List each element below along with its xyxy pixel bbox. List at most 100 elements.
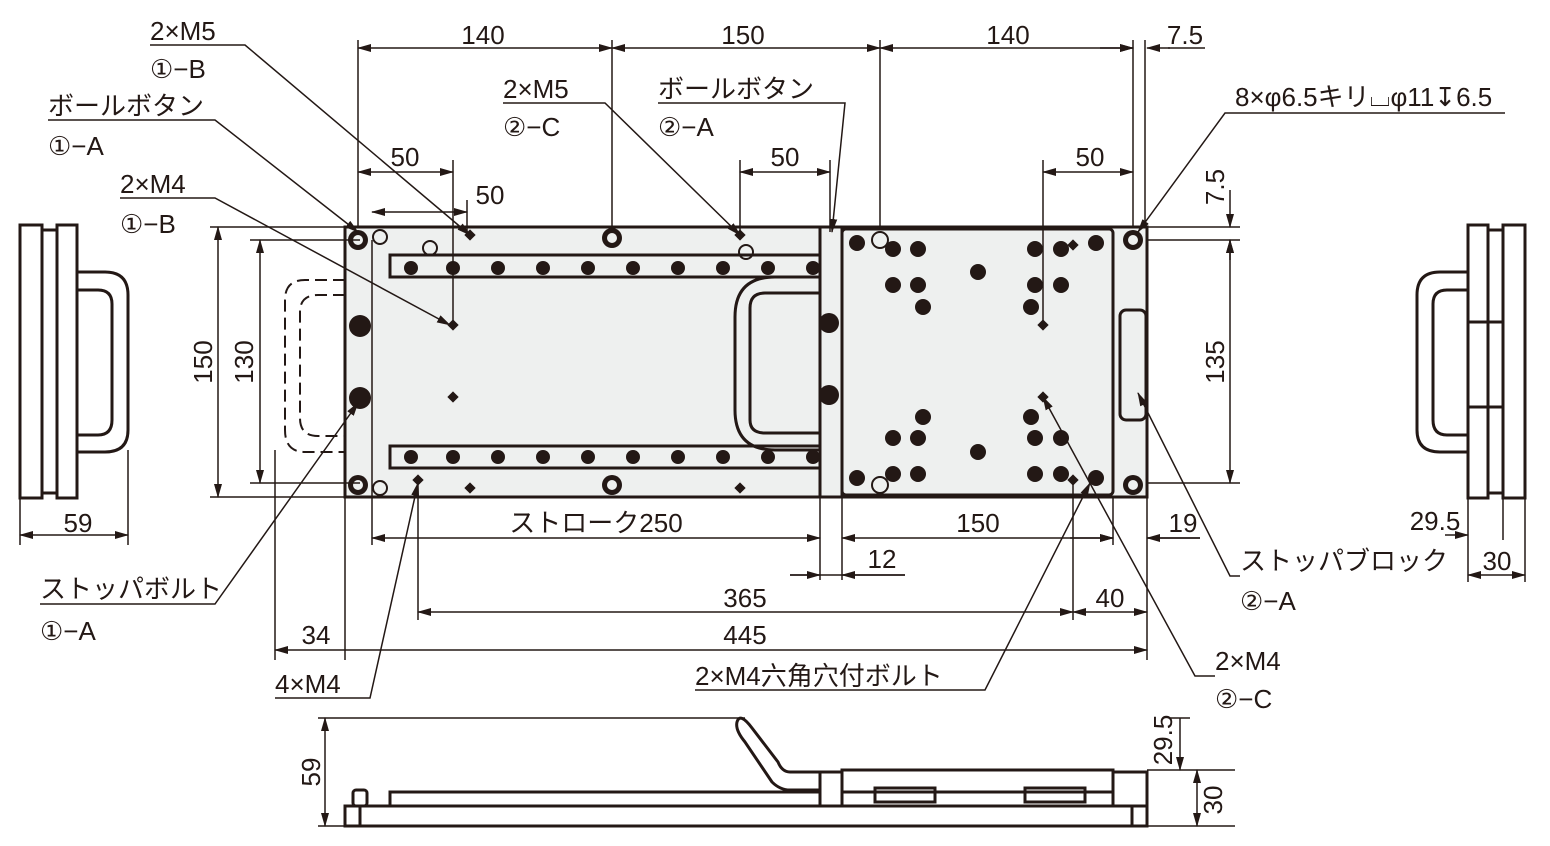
table-hole [970,264,986,280]
dim-50-b: 50 [476,180,505,210]
rail-hole [716,450,730,464]
table-hole [1053,430,1069,446]
leader-lines [40,44,1505,699]
callout-m5-2c-ref: ②−C [503,112,560,142]
table-bolt [819,313,839,333]
rail-hole [716,261,730,275]
left-end-view [18,223,130,500]
dim-29-5-right-view: 29.5 [1410,506,1461,536]
dim-stroke-250: ストローク250 [509,508,682,538]
table-hole [885,466,901,482]
leader-line [275,482,420,699]
table-hole [1053,277,1069,293]
dim-29-5-front: 29.5 [1148,715,1178,766]
stopper-block-top [1118,308,1148,422]
rail-hole [761,450,775,464]
dim-7-5-right: 7.5 [1200,169,1230,205]
table-hole [915,299,931,315]
callouts: 2×M5 ①−B ボールボタン ①−A 2×M4 ①−B 2×M5 ②−C ボー… [40,16,1492,714]
dimension-lines [19,40,1526,827]
table-hole [910,277,926,293]
dim-135-right: 135 [1200,340,1230,383]
table-hole [1027,241,1043,257]
dim-30-front: 30 [1198,786,1228,815]
rail-hole [536,450,550,464]
dimension-labels: 140 150 140 7.5 50 50 50 50 150 130 135 … [64,20,1512,814]
dim-130-left: 130 [229,340,259,383]
leader-line [1137,392,1240,577]
callout-stopper-block-ref: ②−A [1240,586,1296,616]
rail-hole [761,261,775,275]
leader-line [1042,396,1215,677]
rail-hole [536,261,550,275]
callout-m4-1b-ref: ①−B [120,209,176,239]
table-hole [1088,470,1104,486]
stopper-bolt [349,315,371,337]
rail-hole [671,261,685,275]
dim-12: 12 [868,544,897,574]
dim-50-d: 50 [1076,142,1105,172]
ball-button [372,480,388,496]
hole-center [607,480,617,490]
stopper-bolt [349,387,371,409]
leader-line [503,102,741,236]
dim-7-5-top: 7.5 [1167,20,1203,50]
leader-line [695,482,1091,691]
rail-hole [626,261,640,275]
rail-hole [806,261,820,275]
table-hole [849,235,865,251]
dim-34: 34 [302,620,331,650]
ball-button [422,240,438,256]
front-view [343,716,1149,828]
rail-hole [581,450,595,464]
leader-line [1137,112,1505,233]
callout-mounting-holes: 8×φ6.5キリ⌴φ11↧6.5 [1235,82,1492,112]
table-hole [1027,466,1043,482]
dim-150-top: 150 [721,20,764,50]
rail-hole [581,261,595,275]
callout-ball-1a-spec: ボールボタン [48,91,204,121]
hole-center [353,480,363,490]
rail-hole [671,450,685,464]
dim-59-front: 59 [296,758,326,787]
callout-m4-2c-spec: 2×M4 [1215,646,1281,676]
table-hole [910,241,926,257]
callout-stopper-bolt-ref: ①−A [40,616,96,646]
callout-hex-bolt: 2×M4六角穴付ボルト [695,661,943,691]
dim-50-c: 50 [771,142,800,172]
rail-hole [491,261,505,275]
leader-line [150,44,471,236]
dim-150-left: 150 [188,340,218,383]
table-hole [1053,241,1069,257]
leader-line [40,402,359,605]
rail-hole [404,261,418,275]
callout-m4-1b-spec: 2×M4 [120,169,186,199]
tapped-hole [1067,239,1079,251]
rail-hole [626,450,640,464]
table-hole [915,409,931,425]
table-hole [1023,409,1039,425]
hole-center [1128,235,1138,245]
tapped-hole [734,482,746,494]
dim-50-a: 50 [391,142,420,172]
tapped-hole [447,391,459,403]
callout-m5-1b-ref: ①−B [150,54,206,84]
table-hole [910,430,926,446]
rail-hole [806,450,820,464]
leader-line [120,197,451,326]
locating-hole [871,476,889,494]
ball-button [372,229,388,245]
dim-140-right: 140 [986,20,1029,50]
dim-59-left-view: 59 [64,508,93,538]
tapped-hole [464,482,476,494]
table-hole [885,277,901,293]
right-end-view [1415,223,1527,500]
callout-ball-1a-ref: ①−A [48,131,104,161]
rail-hole [404,450,418,464]
callout-stopper-bolt-spec: ストッパボルト [40,574,222,604]
retracted-handle-outline [284,279,345,453]
callout-ball-2a-spec: ボールボタン [658,74,814,104]
dim-140-left: 140 [461,20,504,50]
leader-line [658,102,846,233]
